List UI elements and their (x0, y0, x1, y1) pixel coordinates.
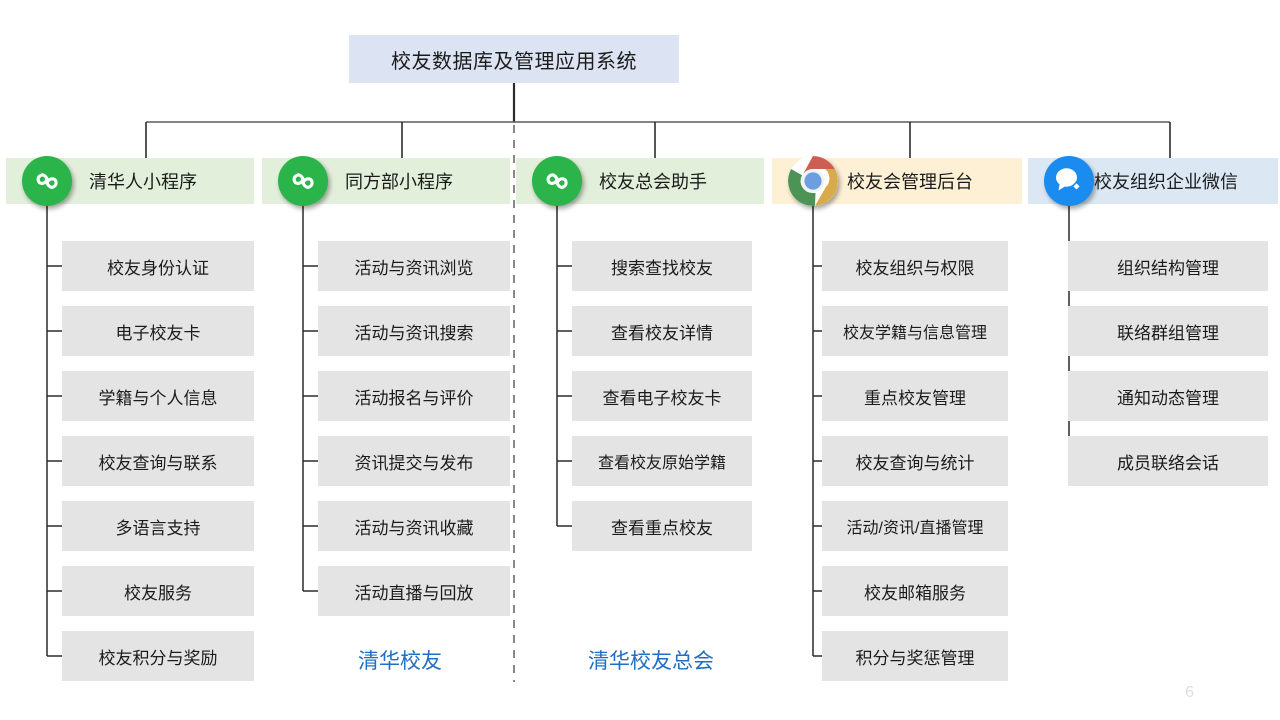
feature-item[interactable]: 校友查询与统计 (822, 436, 1008, 486)
wechat-miniprogram-icon (278, 156, 328, 206)
feature-item[interactable]: 查看电子校友卡 (572, 371, 752, 421)
feature-item[interactable]: 查看校友原始学籍 (572, 436, 752, 486)
feature-item[interactable]: 校友身份认证 (62, 241, 254, 291)
feature-item[interactable]: 通知动态管理 (1068, 371, 1268, 421)
column-header-label: 清华人小程序 (89, 172, 197, 192)
wechat-miniprogram-icon (22, 156, 72, 206)
feature-item[interactable]: 联络群组管理 (1068, 306, 1268, 356)
feature-item[interactable]: 活动直播与回放 (318, 566, 510, 616)
column-header-label: 同方部小程序 (345, 172, 453, 192)
feature-item[interactable]: 资讯提交与发布 (318, 436, 510, 486)
feature-item[interactable]: 活动报名与评价 (318, 371, 510, 421)
column-header-label: 校友组织企业微信 (1094, 172, 1238, 192)
caption-qinghua-xiaoyou-zonghui: 清华校友总会 (588, 650, 714, 673)
feature-item[interactable]: 校友服务 (62, 566, 254, 616)
column-header-label: 校友会管理后台 (847, 172, 973, 192)
feature-item[interactable]: 多语言支持 (62, 501, 254, 551)
caption-qinghua-xiaoyou: 清华校友 (358, 650, 442, 673)
feature-item[interactable]: 校友邮箱服务 (822, 566, 1008, 616)
feature-item[interactable]: 学籍与个人信息 (62, 371, 254, 421)
feature-item[interactable]: 查看重点校友 (572, 501, 752, 551)
feature-item[interactable]: 电子校友卡 (62, 306, 254, 356)
feature-item[interactable]: 积分与奖惩管理 (822, 631, 1008, 681)
page-title: 校友数据库及管理应用系统 (391, 50, 637, 73)
feature-item[interactable]: 查看校友详情 (572, 306, 752, 356)
column-header-label: 校友总会助手 (599, 172, 707, 192)
feature-item[interactable]: 活动与资讯浏览 (318, 241, 510, 291)
wecom-icon (1044, 156, 1094, 206)
feature-item[interactable]: 校友积分与奖励 (62, 631, 254, 681)
chrome-browser-icon (788, 156, 838, 206)
feature-item[interactable]: 搜索查找校友 (572, 241, 752, 291)
feature-item[interactable]: 组织结构管理 (1068, 241, 1268, 291)
feature-item[interactable]: 活动与资讯搜索 (318, 306, 510, 356)
page-number: 6 (1185, 684, 1194, 701)
root-title-box: 校友数据库及管理应用系统 (349, 35, 679, 83)
feature-item[interactable]: 校友学籍与信息管理 (822, 306, 1008, 356)
feature-item[interactable]: 成员联络会话 (1068, 436, 1268, 486)
feature-item[interactable]: 活动/资讯/直播管理 (822, 501, 1008, 551)
feature-item[interactable]: 校友查询与联系 (62, 436, 254, 486)
feature-item[interactable]: 重点校友管理 (822, 371, 1008, 421)
wechat-miniprogram-icon (532, 156, 582, 206)
feature-item[interactable]: 活动与资讯收藏 (318, 501, 510, 551)
feature-item[interactable]: 校友组织与权限 (822, 241, 1008, 291)
